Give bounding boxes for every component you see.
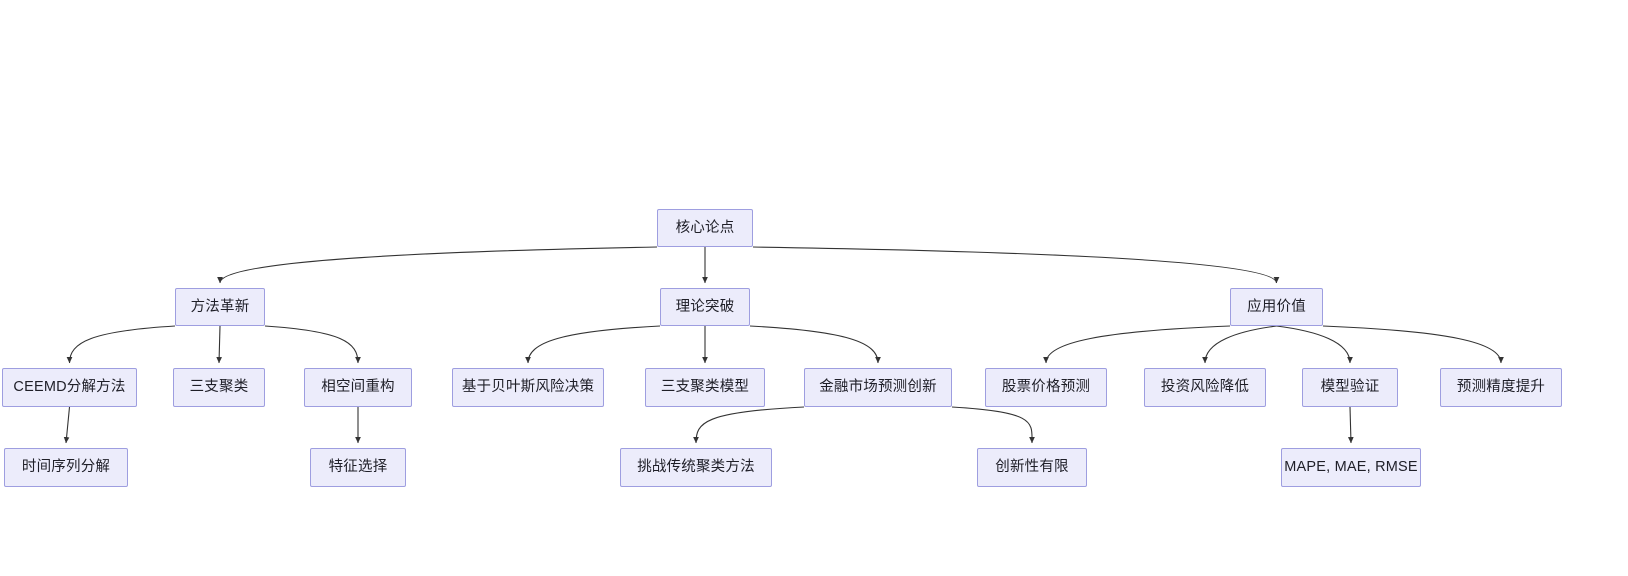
node-label: 投资风险降低	[1160, 379, 1250, 396]
edge-b2-to-c6	[749, 325, 881, 364]
edge-c6-to-d4	[951, 406, 1035, 444]
node-label: 方法革新	[190, 298, 250, 315]
node-b3[interactable]: 应用价值	[1230, 288, 1323, 326]
edge-c9-to-d5	[1347, 406, 1354, 444]
node-d3[interactable]: 挑战传统聚类方法	[620, 448, 772, 487]
node-c8[interactable]: 投资风险降低	[1144, 368, 1266, 407]
node-d2[interactable]: 特征选择	[310, 448, 406, 487]
edge-b2-to-c4	[525, 325, 661, 364]
node-d5[interactable]: MAPE, MAE, RMSE	[1281, 448, 1421, 487]
node-d1[interactable]: 时间序列分解	[4, 448, 128, 487]
node-label: 特征选择	[328, 459, 388, 476]
node-label: 相空间重构	[321, 379, 395, 396]
node-label: 基于贝叶斯风险决策	[461, 379, 595, 396]
edge-b1-to-c2	[216, 325, 223, 364]
node-c10[interactable]: 预测精度提升	[1440, 368, 1562, 407]
node-label: 核心论点	[675, 219, 735, 236]
edge-b3-to-c9	[1276, 325, 1353, 364]
node-label: 金融市场预测创新	[819, 379, 937, 396]
node-b2[interactable]: 理论突破	[660, 288, 750, 326]
root-node[interactable]: 核心论点	[657, 209, 753, 247]
node-label: 时间序列分解	[21, 459, 111, 476]
node-label: 三支聚类模型	[660, 379, 750, 396]
node-d4[interactable]: 创新性有限	[977, 448, 1087, 487]
node-label: 理论突破	[675, 298, 735, 315]
edge-b3-to-c7	[1043, 325, 1231, 364]
edge-c6-to-d3	[693, 406, 805, 444]
node-label: 创新性有限	[995, 459, 1069, 476]
node-label: 应用价值	[1247, 298, 1306, 315]
edge-root-to-b3	[752, 246, 1280, 284]
node-c6[interactable]: 金融市场预测创新	[804, 368, 952, 407]
node-c9[interactable]: 模型验证	[1302, 368, 1398, 407]
node-c4[interactable]: 基于贝叶斯风险决策	[452, 368, 604, 407]
edge-b3-to-c10	[1322, 325, 1504, 364]
node-label: CEEMD分解方法	[13, 379, 126, 396]
edge-c1-to-d1	[63, 406, 71, 444]
node-b1[interactable]: 方法革新	[175, 288, 265, 326]
node-label: 三支聚类	[189, 379, 249, 396]
node-label: 挑战传统聚类方法	[637, 459, 755, 476]
edge-b3-to-c8	[1202, 325, 1277, 364]
node-c1[interactable]: CEEMD分解方法	[2, 368, 137, 407]
node-c2[interactable]: 三支聚类	[173, 368, 265, 407]
node-label: 预测精度提升	[1456, 379, 1546, 396]
node-label: 模型验证	[1320, 379, 1380, 396]
node-label: 股票价格预测	[1001, 379, 1091, 396]
edge-root-to-b1	[217, 246, 658, 284]
node-c5[interactable]: 三支聚类模型	[645, 368, 765, 407]
node-label: MAPE, MAE, RMSE	[1284, 459, 1418, 476]
node-c7[interactable]: 股票价格预测	[985, 368, 1107, 407]
node-c3[interactable]: 相空间重构	[304, 368, 412, 407]
edge-b1-to-c1	[66, 325, 176, 364]
edge-b1-to-c3	[264, 325, 361, 364]
